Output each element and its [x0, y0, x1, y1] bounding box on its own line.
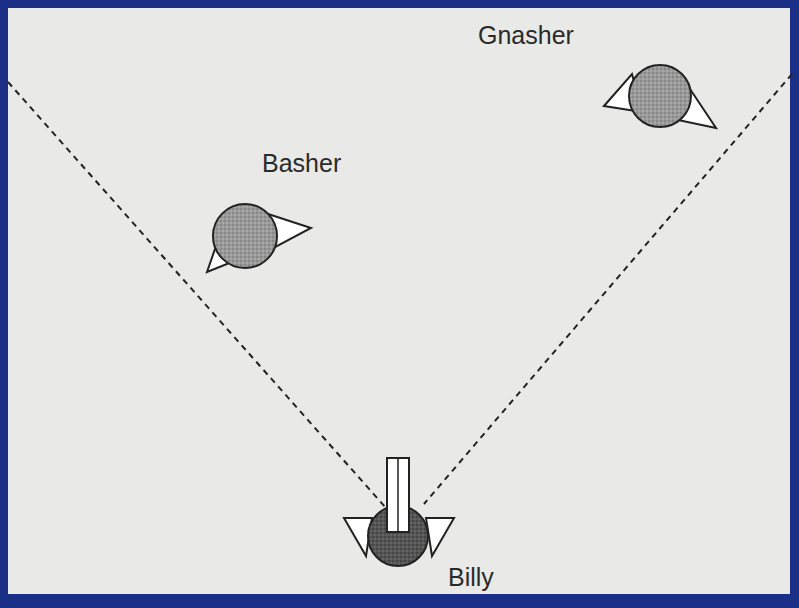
- billy-figure: [344, 458, 454, 566]
- sight-line: [424, 74, 792, 504]
- paper-ground: [8, 8, 790, 594]
- person-name: Billy: [448, 564, 494, 592]
- basher-figure: [207, 204, 311, 272]
- person-name: Gnasher: [478, 22, 574, 50]
- sight-line: [8, 82, 386, 508]
- person-name: Basher: [262, 150, 341, 178]
- gnasher-figure: [604, 65, 716, 128]
